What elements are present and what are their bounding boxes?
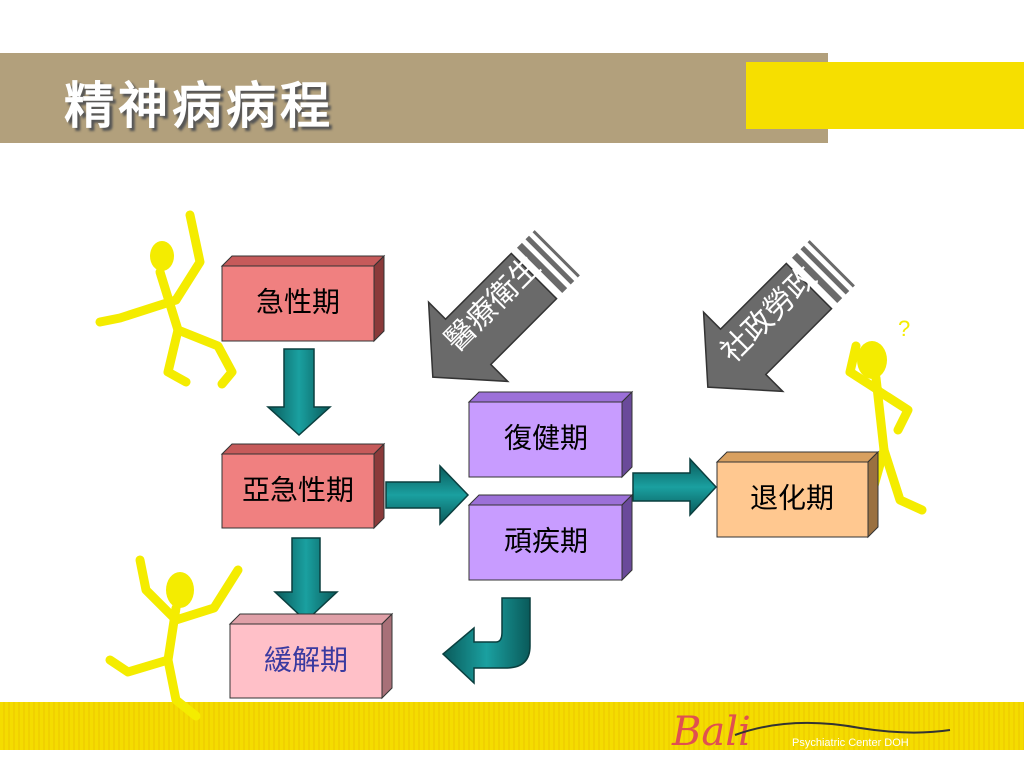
title-bar [0, 53, 828, 143]
svg-text:?: ? [898, 316, 910, 341]
stage-label-rehabilitation: 復健期 [504, 422, 588, 453]
stage-box-acute: 急性期 [220, 254, 386, 343]
stage-box-deterioration: 退化期 [715, 450, 880, 539]
logo-script: Bali [671, 709, 751, 755]
social-influence-arrow: 社政勞政 [702, 240, 855, 393]
stage-label-chronic: 頑疾期 [504, 525, 588, 556]
arrow-acute-to-subacute [266, 348, 332, 437]
stage-label-deterioration: 退化期 [750, 482, 834, 513]
figure-right: ? [845, 316, 927, 517]
stage-label-subacute: 亞急性期 [242, 474, 354, 505]
medical-influence-arrow: 醫療衛生 [427, 230, 580, 383]
logo-swoosh [734, 721, 951, 736]
stage-box-rehabilitation: 復健期 [467, 390, 634, 479]
slide-title: 精神病病程 [64, 76, 334, 135]
arrow-chronic-curve [441, 597, 531, 685]
stage-box-chronic: 頑疾期 [467, 493, 634, 582]
arrow-middle-to-deterioration [632, 457, 718, 517]
arrow-subacute-to-remission [273, 537, 339, 623]
stage-box-remission: 緩解期 [228, 612, 394, 700]
arrow-subacute-to-middle [385, 464, 470, 526]
logo-line2: 衛生署八里療養院 [834, 751, 954, 766]
stage-box-subacute: 亞急性期 [220, 442, 386, 530]
title-accent-block [746, 62, 1024, 129]
footer-strip [0, 750, 1024, 768]
figure-top-left [95, 210, 237, 389]
figure-bottom-left [105, 555, 243, 721]
logo-line1: Psychiatric Center DOH [792, 737, 909, 749]
hospital-logo: Bali Psychiatric Center DOH 衛生署八里療養院 [671, 709, 954, 766]
stage-label-remission: 緩解期 [264, 644, 348, 675]
stage-label-acute: 急性期 [256, 286, 340, 317]
